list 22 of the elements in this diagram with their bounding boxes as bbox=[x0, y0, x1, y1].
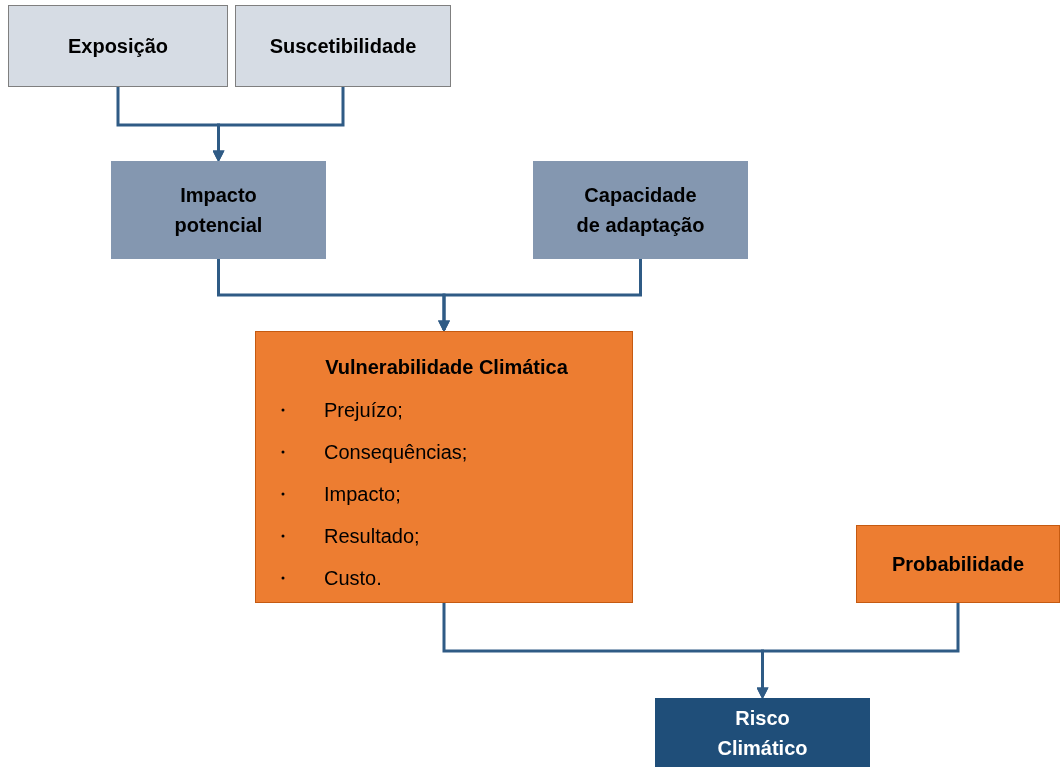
list-item: Impacto; bbox=[324, 482, 401, 507]
process-box bbox=[856, 525, 1060, 603]
box-label: Suscetibilidade bbox=[269, 34, 417, 59]
list-item: Consequências; bbox=[324, 440, 468, 465]
list-item: Custo. bbox=[324, 566, 382, 591]
connector-arrow bbox=[212, 87, 345, 163]
box-label: Probabilidade bbox=[891, 552, 1025, 577]
connector-arrow bbox=[438, 259, 642, 333]
connector-arrow bbox=[756, 603, 960, 700]
process-box bbox=[111, 161, 326, 259]
box-heading: Vulnerabilidade Climática bbox=[324, 355, 569, 380]
process-box bbox=[655, 698, 870, 767]
list-item: Prejuízo; bbox=[324, 398, 403, 423]
process-box bbox=[255, 331, 633, 603]
process-box bbox=[235, 5, 451, 87]
process-box bbox=[8, 5, 228, 87]
box-label: Exposição bbox=[67, 34, 168, 59]
process-box bbox=[533, 161, 748, 259]
box-label: Capacidade de adaptação bbox=[575, 183, 706, 238]
box-label: Risco Climático bbox=[716, 705, 809, 761]
list-item: Resultado; bbox=[324, 524, 420, 549]
box-label: Impacto potencial bbox=[173, 183, 264, 238]
